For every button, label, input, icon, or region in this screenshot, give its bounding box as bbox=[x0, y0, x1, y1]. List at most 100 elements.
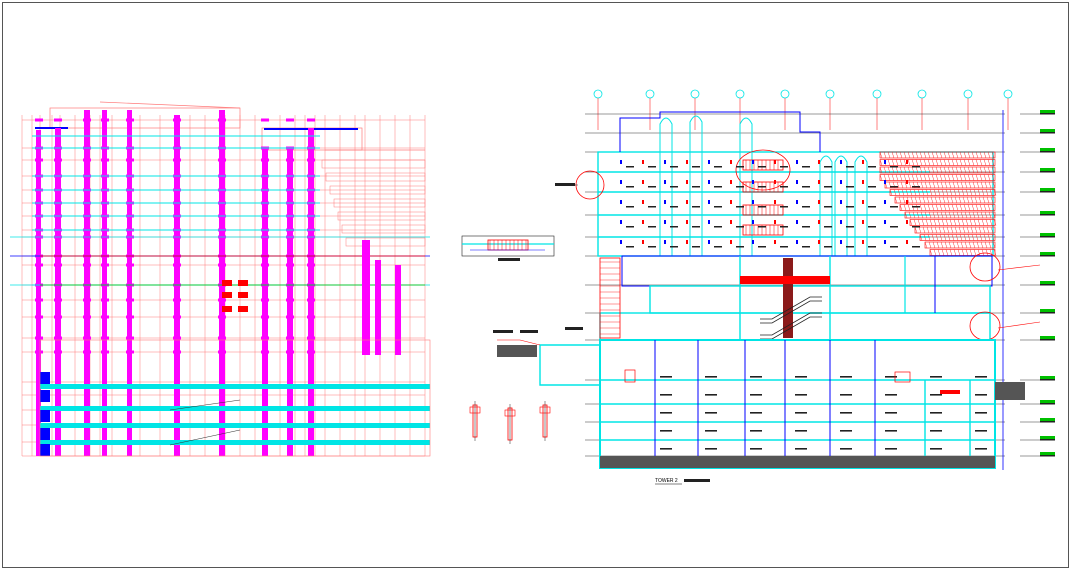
wall-hatch bbox=[979, 204, 983, 211]
level-tag bbox=[1040, 151, 1055, 153]
marker bbox=[906, 220, 908, 224]
wall-hatch bbox=[931, 151, 935, 159]
wall-hatch bbox=[929, 219, 933, 226]
marker bbox=[642, 240, 644, 244]
marker bbox=[686, 160, 688, 164]
marker bbox=[796, 200, 798, 204]
wall-hatch bbox=[943, 204, 947, 211]
level-tag bbox=[1040, 284, 1055, 286]
room-label bbox=[780, 186, 788, 188]
ground-line bbox=[497, 339, 541, 346]
magenta-slab-stub bbox=[307, 158, 315, 162]
wall-hatch bbox=[987, 151, 991, 159]
wall-hatch bbox=[945, 249, 949, 256]
wall-hatch bbox=[984, 211, 988, 219]
wall-hatch bbox=[976, 211, 980, 219]
room-label bbox=[795, 394, 807, 396]
marker bbox=[840, 160, 842, 164]
room-label bbox=[692, 206, 700, 208]
room-label bbox=[648, 186, 656, 188]
wall-hatch bbox=[949, 249, 953, 256]
wall-hatch bbox=[957, 189, 961, 196]
wall-hatch bbox=[902, 196, 906, 204]
room-label bbox=[670, 206, 678, 208]
room-label bbox=[975, 430, 987, 432]
marker bbox=[752, 220, 754, 224]
room-label bbox=[824, 226, 832, 228]
wall-hatch bbox=[955, 159, 959, 166]
wall-hatch bbox=[980, 211, 984, 219]
wall-hatch bbox=[961, 249, 965, 256]
room-label bbox=[780, 226, 788, 228]
magenta-slab-stub bbox=[83, 158, 91, 162]
marker bbox=[664, 220, 666, 224]
wall-hatch bbox=[952, 211, 956, 219]
wall-hatch bbox=[904, 181, 908, 189]
magenta-slab-stub bbox=[83, 118, 91, 122]
room-label bbox=[705, 448, 717, 450]
wall-hatch bbox=[983, 204, 987, 211]
wall-hatch bbox=[936, 241, 940, 249]
magenta-slab-stub bbox=[261, 315, 269, 319]
marker bbox=[906, 160, 908, 164]
wall-hatch bbox=[947, 159, 951, 166]
wall-hatch bbox=[983, 159, 987, 166]
podium-outline bbox=[39, 339, 431, 457]
stepped-wall bbox=[879, 174, 996, 181]
wall-hatch bbox=[931, 204, 935, 211]
wall-hatch bbox=[951, 166, 955, 174]
wall-hatch bbox=[919, 151, 923, 159]
stepped-wall bbox=[879, 166, 996, 174]
window-block bbox=[222, 292, 232, 298]
wall-hatch bbox=[964, 241, 968, 249]
balcony-outline bbox=[345, 237, 426, 247]
red-band bbox=[740, 276, 830, 284]
wall-hatch bbox=[934, 226, 938, 234]
wall-hatch bbox=[982, 226, 986, 234]
cyan-floor-band bbox=[40, 423, 430, 428]
wall-hatch bbox=[976, 181, 980, 189]
annex-label bbox=[565, 327, 583, 330]
marker bbox=[862, 200, 864, 204]
marker bbox=[796, 160, 798, 164]
wall-hatch bbox=[935, 166, 939, 174]
marker bbox=[752, 180, 754, 184]
room-label bbox=[975, 448, 987, 450]
marker bbox=[862, 160, 864, 164]
room-label bbox=[802, 186, 810, 188]
marker bbox=[686, 180, 688, 184]
magenta-slab-stub bbox=[83, 315, 91, 319]
room-label bbox=[885, 394, 897, 396]
room-label bbox=[750, 412, 762, 414]
magenta-slab-stub bbox=[307, 263, 315, 267]
wall-hatch bbox=[936, 181, 940, 189]
wall-hatch bbox=[956, 211, 960, 219]
room-label bbox=[885, 376, 897, 378]
level-tag bbox=[1040, 168, 1055, 171]
marker bbox=[620, 180, 622, 184]
wall-hatch bbox=[972, 211, 976, 219]
level-tag bbox=[1040, 188, 1055, 191]
wall-hatch bbox=[879, 174, 883, 181]
marker bbox=[730, 180, 732, 184]
red-mark bbox=[940, 390, 960, 394]
wall-hatch bbox=[939, 151, 943, 159]
wall-hatch bbox=[953, 249, 957, 256]
ramp-annex bbox=[539, 344, 600, 386]
wall-hatch bbox=[895, 166, 899, 174]
room-label bbox=[912, 246, 920, 248]
grid-bubble bbox=[917, 89, 927, 99]
wall-hatch bbox=[925, 189, 929, 196]
wall-hatch bbox=[984, 181, 988, 189]
marker bbox=[752, 160, 754, 164]
marker bbox=[840, 220, 842, 224]
wall-hatch bbox=[963, 151, 967, 159]
wall-hatch bbox=[905, 189, 909, 196]
marker bbox=[796, 220, 798, 224]
marker bbox=[884, 160, 886, 164]
wall-hatch bbox=[898, 196, 902, 204]
wall-hatch bbox=[970, 196, 974, 204]
wall-hatch bbox=[903, 204, 907, 211]
magenta-slab-stub bbox=[126, 350, 134, 354]
wall-hatch bbox=[978, 196, 982, 204]
